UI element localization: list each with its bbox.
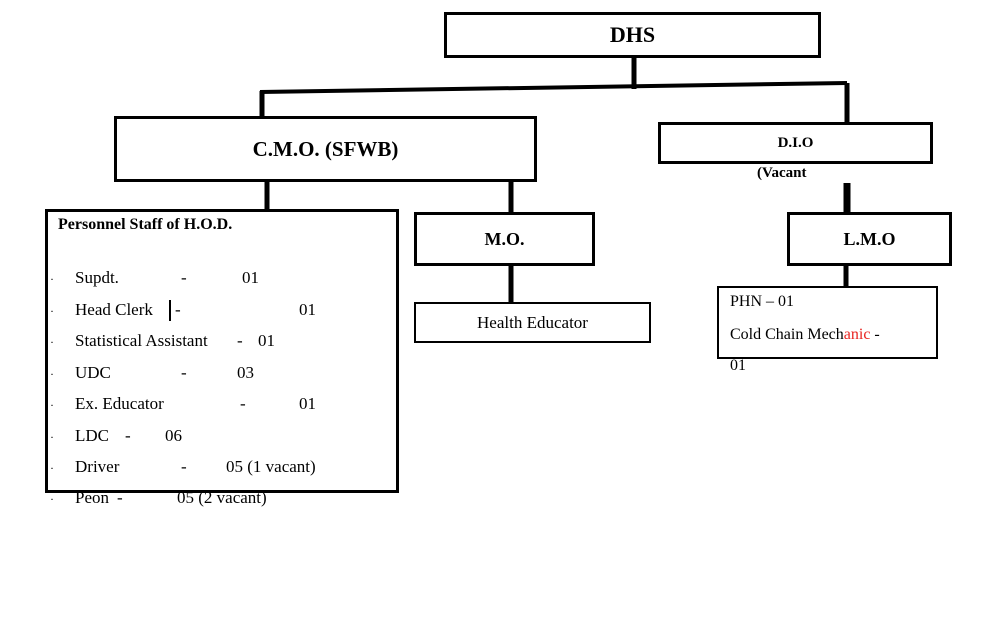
text-cursor-icon xyxy=(169,300,171,321)
role-count: 01 xyxy=(258,331,275,350)
bullet-icon: · xyxy=(50,492,54,506)
role-count: 06 xyxy=(165,426,182,445)
health-educator-box: Health Educator xyxy=(414,302,651,343)
bullet-icon: · xyxy=(50,335,54,349)
role-label: Head Clerk xyxy=(75,300,153,319)
cold-chain-text: Cold Chain Mechanic - xyxy=(730,326,880,344)
cold-chain-count: 01 xyxy=(730,357,746,374)
bullet-icon: · xyxy=(50,430,54,444)
dhs-label: DHS xyxy=(609,22,656,47)
role-separator: - xyxy=(181,457,187,476)
mo-box: M.O. xyxy=(414,212,595,266)
role-label: Supdt. xyxy=(75,268,119,287)
cold-chain-prefix: Cold Chain Mech xyxy=(730,326,844,343)
bullet-icon: · xyxy=(50,272,54,286)
dhs-box: DHS xyxy=(444,12,821,58)
role-label: Statistical Assistant xyxy=(75,331,208,350)
bullet-icon: · xyxy=(50,304,54,318)
top-horizontal-line xyxy=(259,81,848,94)
role-separator: - xyxy=(181,268,187,287)
role-count: 01 xyxy=(299,394,316,413)
role-count: 01 xyxy=(299,300,316,319)
role-count: 01 xyxy=(242,268,259,287)
health-educator-label: Health Educator xyxy=(477,312,588,332)
cold-chain-highlight: anic xyxy=(843,326,871,343)
role-label: Driver xyxy=(75,457,120,476)
personnel-box xyxy=(45,209,399,493)
role-count: 05 (2 vacant) xyxy=(177,488,267,507)
role-label: Ex. Educator xyxy=(75,394,164,413)
role-count: 03 xyxy=(237,363,254,382)
role-label: UDC xyxy=(75,363,111,382)
role-label: LDC xyxy=(75,426,109,445)
role-separator: - xyxy=(240,394,246,413)
bullet-icon: · xyxy=(50,398,54,412)
role-count: 05 (1 vacant) xyxy=(226,457,316,476)
role-separator: - xyxy=(125,426,131,445)
lmo-staff-box xyxy=(717,286,938,359)
role-separator: - xyxy=(175,300,181,319)
lmo-label: L.M.O xyxy=(843,228,896,249)
role-label: Peon xyxy=(75,488,109,507)
lmo-box: L.M.O xyxy=(787,212,952,266)
role-separator: - xyxy=(117,488,123,507)
bullet-icon: · xyxy=(50,367,54,381)
role-separator: - xyxy=(181,363,187,382)
cold-chain-suffix: - xyxy=(870,326,880,343)
dio-box: D.I.O xyxy=(658,122,933,164)
phn-text: PHN – 01 xyxy=(730,293,795,310)
personnel-title: Personnel Staff of H.O.D. xyxy=(58,216,233,233)
dio-vacant-note: (Vacant xyxy=(757,165,807,181)
bullet-icon: · xyxy=(50,461,54,475)
mo-label: M.O. xyxy=(484,228,525,249)
dio-label: D.I.O xyxy=(777,134,814,151)
cmo-box: C.M.O. (SFWB) xyxy=(114,116,537,182)
role-separator: - xyxy=(237,331,243,350)
cmo-label: C.M.O. (SFWB) xyxy=(252,136,399,161)
